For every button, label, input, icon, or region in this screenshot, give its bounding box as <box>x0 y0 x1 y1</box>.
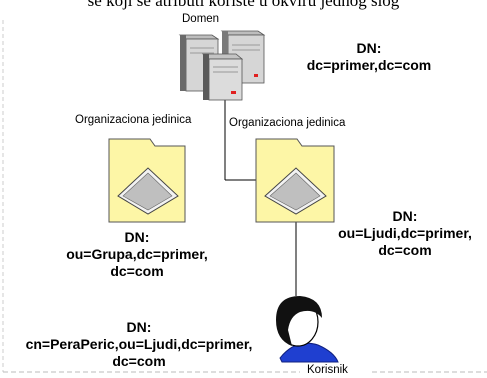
header-text: se koji se atributi koriste u okviru jed… <box>87 0 400 10</box>
ou-left-dn-line1: ou=Grupa,dc=primer, <box>66 246 208 262</box>
ou-left-dn-title: DN: <box>124 229 150 245</box>
folder-icon-left <box>108 138 186 223</box>
user-dn-title: DN: <box>126 319 152 335</box>
domain-dn-title: DN: <box>356 40 382 56</box>
ou-right-dn-line2: dc=com <box>378 242 432 258</box>
user-dn-line2: dc=com <box>112 353 166 369</box>
folder-icon-right <box>255 138 335 223</box>
ou-right-dn-title: DN: <box>392 208 418 224</box>
ou-right-dn: DN: ou=Ljudi,dc=primer, dc=com <box>335 208 475 259</box>
ou-left-label: Organizaciona jedinica <box>75 114 192 126</box>
user-icon <box>276 296 339 363</box>
ou-right-dn-line1: ou=Ljudi,dc=primer, <box>338 225 472 241</box>
server-icon <box>178 30 266 101</box>
user-label: Korisnik <box>305 364 350 376</box>
user-dn-line1: cn=PeraPeric,ou=Ljudi,dc=primer, <box>25 336 253 352</box>
domain-dn-value: dc=primer,dc=com <box>306 57 432 73</box>
user-dn: DN: cn=PeraPeric,ou=Ljudi,dc=primer, dc=… <box>5 319 273 370</box>
domain-label: Domen <box>182 13 220 25</box>
ou-left-dn: DN: ou=Grupa,dc=primer, dc=com <box>62 229 212 280</box>
ou-left-dn-line2: dc=com <box>110 263 164 279</box>
ou-right-label: Organizaciona jedinica <box>229 117 346 129</box>
domain-dn: DN: dc=primer,dc=com <box>304 40 434 74</box>
